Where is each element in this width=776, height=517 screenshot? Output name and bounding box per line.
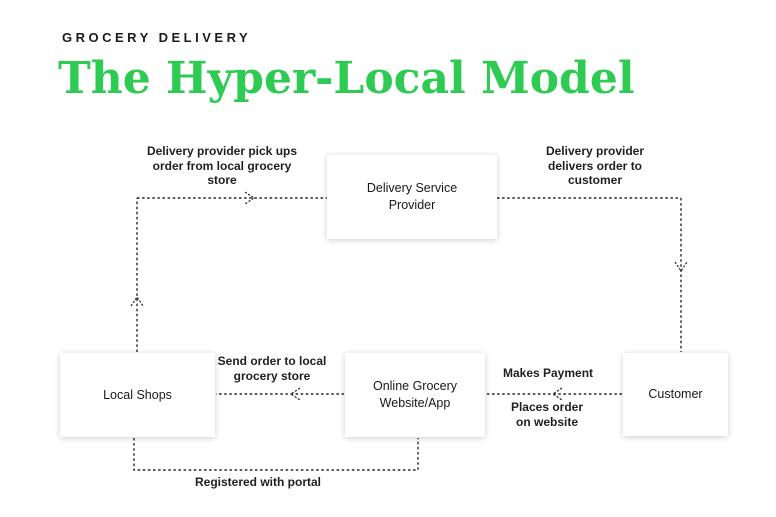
node-customer: Customer <box>623 353 728 436</box>
edge-label-pickup: Delivery provider pick ups order from lo… <box>146 144 298 187</box>
edge-label-places-order: Places order on website <box>510 400 584 429</box>
edge-label-send-order: Send order to local grocery store <box>217 354 327 383</box>
node-local-shops: Local Shops <box>60 353 215 437</box>
node-delivery-service-provider: Delivery Service Provider <box>327 155 497 239</box>
node-label: Delivery Service Provider <box>366 181 458 212</box>
node-label: Local Shops <box>103 387 172 402</box>
page-title: The Hyper-Local Model <box>58 53 635 104</box>
eyebrow-label: GROCERY DELIVERY <box>62 30 252 45</box>
edge-label-deliver: Delivery provider delivers order to cust… <box>545 144 645 187</box>
node-online-grocery: Online Grocery Website/App <box>345 353 485 437</box>
edge-registered-with-portal <box>133 438 419 471</box>
edge-label-makes-payment: Makes Payment <box>502 366 594 380</box>
node-label: Customer <box>648 387 703 402</box>
node-label: Online Grocery Website/App <box>372 379 458 410</box>
edge-label-registered: Registered with portal <box>194 475 322 489</box>
